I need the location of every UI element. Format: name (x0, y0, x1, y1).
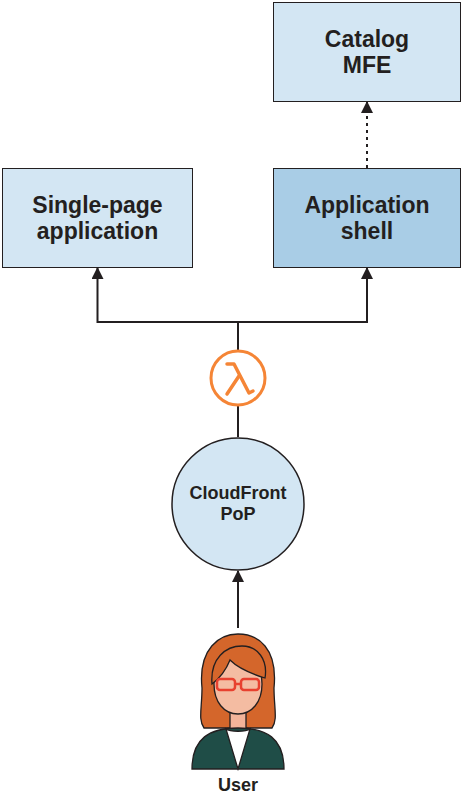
dotted-arrow (366, 102, 368, 168)
node-label: Application shell (292, 192, 442, 245)
person-illustration (180, 628, 296, 770)
glasses (235, 683, 241, 686)
flow-arrow (98, 268, 239, 437)
flow-arrow (238, 268, 367, 437)
lambda-glyph (227, 376, 239, 394)
lambda-glyph (227, 364, 253, 393)
shell-box: Application shell (273, 168, 461, 268)
pop-circle: CloudFront PoP (171, 437, 305, 571)
node-label: User (218, 775, 258, 800)
node-label: CloudFront PoP (183, 483, 293, 524)
lambda-icon (211, 351, 265, 405)
node-label: Catalog MFE (312, 26, 422, 79)
flow-arrow (237, 571, 239, 628)
person-part (192, 728, 284, 769)
person-part (226, 729, 250, 769)
glasses (241, 679, 259, 690)
circle-outline (172, 438, 304, 570)
mfe-box: Catalog MFE (273, 2, 461, 102)
glasses (217, 679, 235, 690)
node-label: Single-page application (13, 192, 183, 245)
spa-box: Single-page application (2, 168, 193, 268)
user-figure: User (180, 628, 296, 800)
person-part (201, 634, 276, 728)
lambda-ring (211, 351, 265, 405)
